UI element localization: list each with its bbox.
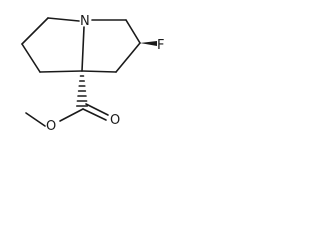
bond-o-ester-methyl bbox=[25, 112, 46, 127]
bond-c-carbonyl-o-ester bbox=[59, 108, 84, 122]
bond-c-left-c-left-bottom bbox=[21, 43, 41, 73]
stereo-wedge-to-fluorine bbox=[140, 41, 157, 46]
carbonyl-oxygen-label: O bbox=[110, 113, 120, 128]
bond-c-carbonyl-o-double-a bbox=[82, 108, 107, 121]
bond-c-fluoro-c-right-bottom bbox=[115, 42, 141, 73]
molecule-structure: N F O O bbox=[21, 14, 164, 134]
fluorine-label: F bbox=[157, 38, 164, 53]
stereo-hash-to-ester bbox=[76, 75, 88, 107]
ester-oxygen-label: O bbox=[46, 119, 56, 134]
bond-c-carbonyl-o-double-b bbox=[85, 103, 109, 116]
bond-c-fusion-n bbox=[81, 26, 85, 72]
bond-c-right-top-c-fluoro bbox=[125, 19, 141, 44]
bond-n-c-left-top bbox=[47, 17, 80, 22]
bond-c-left-top-c-left bbox=[21, 17, 49, 45]
bond-c-left-bottom-c-fusion bbox=[39, 70, 83, 73]
bond-c-right-bottom-c-fusion bbox=[81, 70, 117, 73]
nitrogen-label: N bbox=[80, 14, 90, 29]
